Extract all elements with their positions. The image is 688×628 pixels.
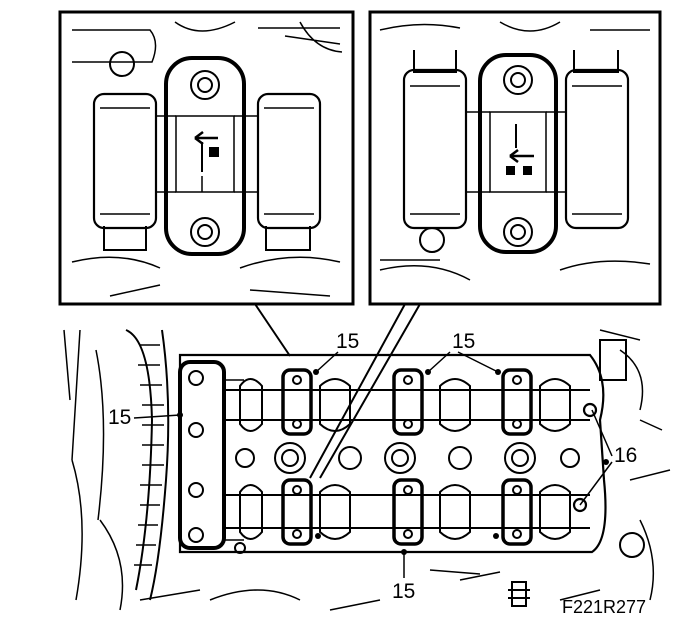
- callout-label: 15: [392, 580, 415, 603]
- callout-label: 15: [108, 406, 131, 429]
- bearing-caps-upper: [281, 368, 533, 436]
- detail-inset-right: [368, 10, 662, 306]
- detail-inset-left: [58, 10, 355, 306]
- spark-plug-wells: [235, 442, 580, 474]
- front-bearing-cap: [178, 360, 226, 550]
- camshaft-upper: [224, 378, 590, 432]
- figure-code: F221R277: [562, 597, 646, 617]
- callout-label: 15: [452, 330, 475, 353]
- callout-leaders: [133, 351, 613, 578]
- camshaft-lower: [224, 484, 590, 540]
- cylinder-head-view: [63, 329, 671, 611]
- callout-label: 16: [614, 444, 637, 467]
- bearing-caps-lower: [281, 478, 533, 546]
- callout-label: 15: [336, 330, 359, 353]
